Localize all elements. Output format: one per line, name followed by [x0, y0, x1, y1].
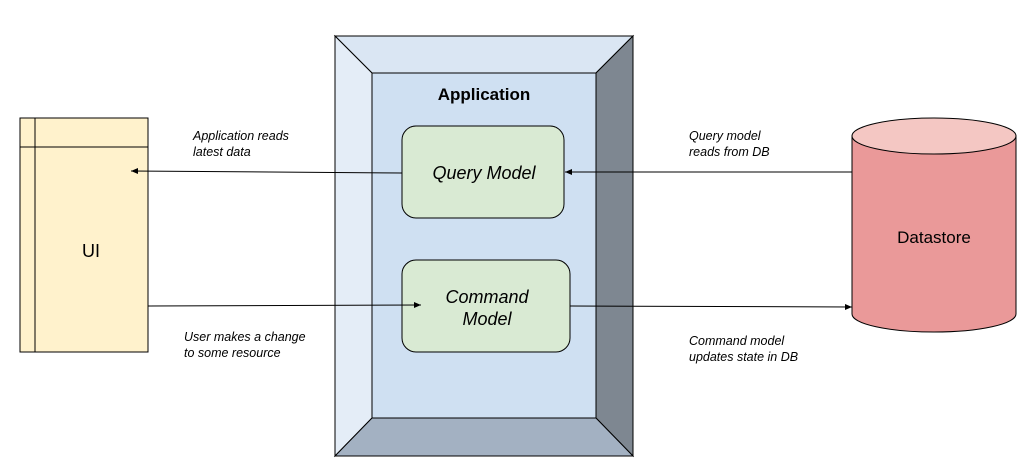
edge-label-app-reads: Application reads latest data [192, 129, 289, 159]
edge-command-to-datastore [569, 303, 853, 310]
datastore-label: Datastore [897, 228, 971, 247]
edge-label-query-reads: Query model reads from DB [689, 129, 770, 159]
command-model-node[interactable]: Command Model [401, 259, 571, 353]
svg-text:Query model: Query model [689, 129, 762, 143]
edge-ui-to-command [147, 302, 422, 309]
svg-text:Application reads: Application reads [192, 129, 289, 143]
query-model-node[interactable]: Query Model [401, 125, 565, 219]
ui-node[interactable]: UI [19, 117, 149, 353]
svg-text:reads from DB: reads from DB [689, 145, 770, 159]
svg-text:User makes a change: User makes a change [184, 330, 306, 344]
svg-text:updates state in DB: updates state in DB [689, 350, 798, 364]
application-node[interactable]: Application [333, 34, 635, 458]
command-model-label-line1: Command [445, 287, 529, 307]
svg-text:to some resource: to some resource [184, 346, 281, 360]
ui-label: UI [82, 241, 100, 261]
query-model-label: Query Model [432, 163, 536, 183]
command-model-label-line2: Model [462, 309, 512, 329]
svg-text:latest data: latest data [193, 145, 251, 159]
edge-label-user-change: User makes a change to some resource [184, 330, 306, 360]
application-label: Application [438, 85, 531, 104]
svg-text:Command model: Command model [689, 334, 785, 348]
datastore-node[interactable]: Datastore [851, 117, 1017, 333]
edge-query-to-ui [130, 168, 403, 175]
edge-label-command-updates: Command model updates state in DB [689, 334, 798, 364]
